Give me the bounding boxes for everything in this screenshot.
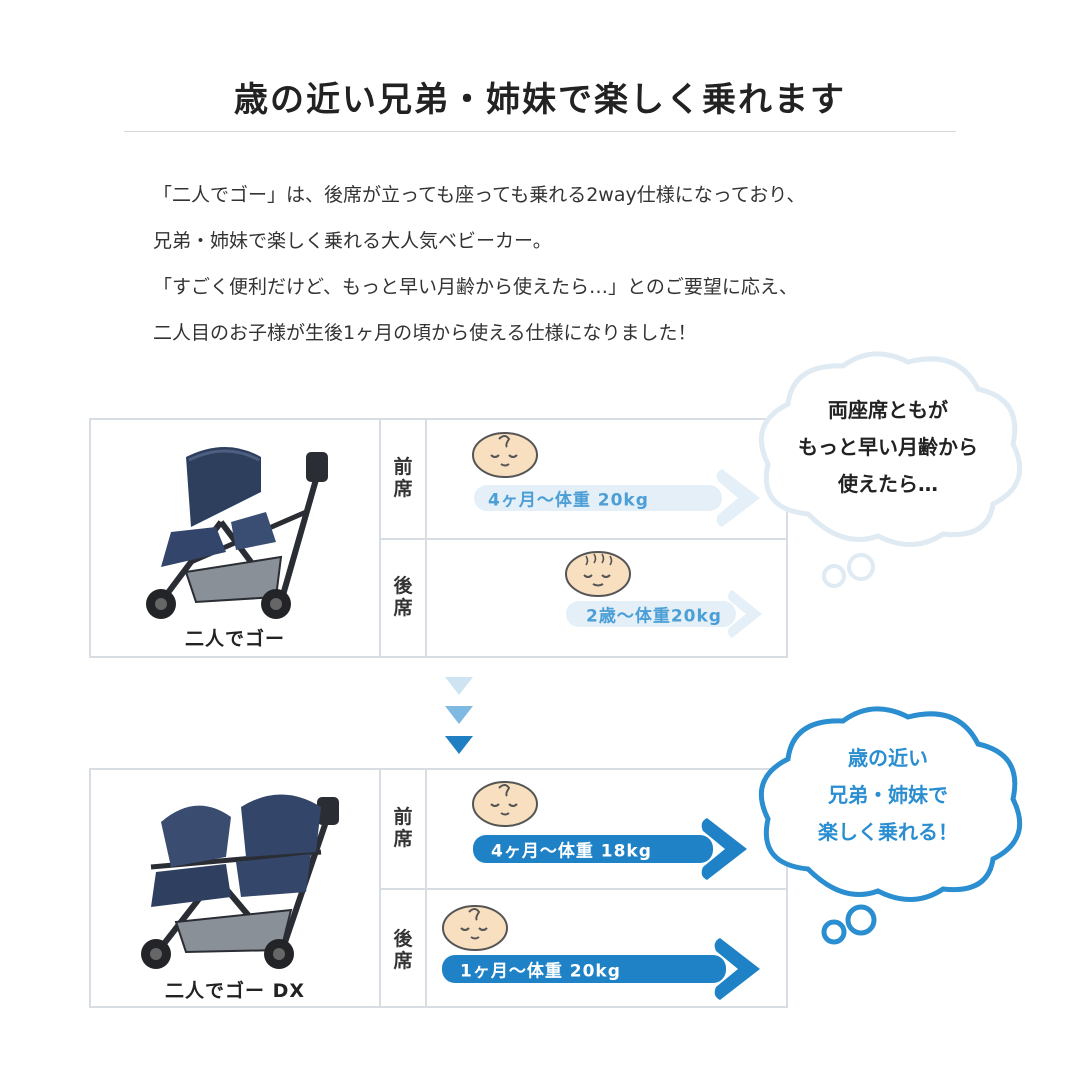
thought-cloud bbox=[758, 706, 1023, 945]
down-chevron-icon bbox=[445, 706, 473, 724]
down-chevron-icon bbox=[445, 736, 473, 754]
rear-seat-label: 後席 bbox=[383, 575, 423, 619]
page-title: 歳の近い兄弟・姉妹で楽しく乗れます bbox=[234, 80, 846, 120]
front-seat-label: 前席 bbox=[383, 456, 423, 500]
cloud-message: 歳の近い 兄弟・姉妹で 楽しく乗れる！ bbox=[758, 740, 1018, 851]
front-seat-label: 前席 bbox=[383, 806, 423, 850]
rear-seat-label: 後席 bbox=[383, 928, 423, 972]
age-range-arrow-rear: 2歳〜体重20kg bbox=[566, 586, 764, 642]
baby-face-icon bbox=[472, 432, 538, 478]
model-panel-standard: 二人でゴー 前席 後席 4ヶ月〜体重 20kg 2歳〜体重20kg bbox=[89, 418, 788, 658]
cloud-line: もっと早い月齢から bbox=[798, 435, 978, 459]
rear-seat-label-text: 後席 bbox=[393, 928, 413, 972]
intro-line: 兄弟・姉妹で楽しく乗れる大人気ベビーカー。 bbox=[153, 230, 552, 252]
front-seat-range: 4ヶ月〜体重 20kg bbox=[488, 490, 649, 511]
cloud-line: 歳の近い bbox=[848, 746, 928, 770]
cloud-line: 使えたら… bbox=[838, 472, 938, 496]
intro-line: 「二人でゴー」は、後席が立っても座っても乗れる2way仕様になっており、 bbox=[153, 184, 806, 206]
divider bbox=[379, 538, 786, 540]
intro-line: 二人目のお子様が生後1ヶ月の頃から使える仕様になりました！ bbox=[153, 322, 697, 344]
age-range-arrow-front: 4ヶ月〜体重 20kg bbox=[474, 465, 762, 531]
stroller-dx-illustration bbox=[141, 794, 339, 969]
front-seat-label-text: 前席 bbox=[393, 806, 413, 850]
cloud-line: 兄弟・姉妹で bbox=[828, 783, 948, 807]
front-seat-label-text: 前席 bbox=[393, 456, 413, 500]
divider bbox=[379, 888, 786, 890]
model-panel-dx: 二人でゴー DX 前席 後席 4ヶ月〜体重 18kg 1ヶ月〜体重 20kg bbox=[89, 768, 788, 1008]
stroller-tandem-illustration bbox=[146, 447, 328, 619]
age-range-arrow-front: 4ヶ月〜体重 18kg bbox=[473, 814, 749, 884]
cloud-message: 両座席ともが もっと早い月齢から 使えたら… bbox=[758, 392, 1018, 503]
thought-cloud bbox=[758, 351, 1023, 588]
baby-face-icon bbox=[442, 905, 508, 951]
baby-face-icon bbox=[472, 781, 538, 827]
cloud-line: 楽しく乗れる！ bbox=[818, 820, 958, 844]
model-name: 二人でゴー DX bbox=[164, 980, 306, 1002]
rear-seat-label-text: 後席 bbox=[393, 575, 413, 619]
model-name: 二人でゴー bbox=[184, 628, 285, 650]
front-seat-range: 4ヶ月〜体重 18kg bbox=[491, 841, 652, 862]
rear-seat-range: 2歳〜体重20kg bbox=[586, 606, 722, 627]
cloud-line: 両座席ともが bbox=[828, 398, 948, 422]
down-chevron-icon bbox=[445, 677, 473, 695]
rear-seat-range: 1ヶ月〜体重 20kg bbox=[460, 961, 621, 982]
intro-line: 「すごく便利だけど、もっと早い月齢から使えたら…」とのご要望に応え、 bbox=[153, 276, 798, 298]
age-range-arrow-rear: 1ヶ月〜体重 20kg bbox=[442, 934, 762, 1004]
title-divider bbox=[124, 131, 956, 132]
intro-text: 「二人でゴー」は、後席が立っても座っても乗れる2way仕様になっており、 兄弟・… bbox=[153, 172, 973, 356]
baby-face-icon bbox=[565, 551, 631, 597]
